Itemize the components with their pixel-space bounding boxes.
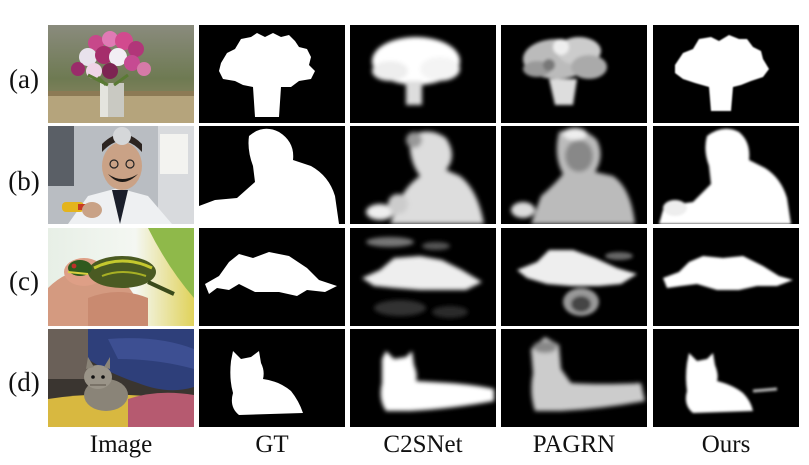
pagrn-mask-b — [501, 126, 647, 224]
image-b — [48, 126, 194, 224]
pagrn-mask-c — [501, 228, 647, 326]
ours-mask-d — [653, 329, 799, 427]
pagrn-mask-a — [501, 25, 647, 123]
row-label-a: (a) — [9, 64, 39, 94]
c2snet-mask-c — [350, 228, 496, 326]
ours-mask-b — [653, 126, 799, 224]
image-a — [48, 25, 194, 123]
column-label-image: Image — [89, 431, 153, 458]
image-d — [48, 329, 194, 427]
column-label-c2snet: C2SNet — [383, 431, 463, 458]
c2snet-mask-b — [350, 126, 496, 224]
row-label-b: (b) — [8, 166, 40, 196]
image-c — [48, 228, 194, 326]
column-label-pagrn: PAGRN — [532, 431, 616, 458]
ours-mask-a — [653, 25, 799, 123]
c2snet-mask-d — [350, 329, 496, 427]
row-label-c: (c) — [9, 266, 39, 296]
column-label-ours: Ours — [701, 431, 751, 458]
gt-mask-b — [199, 126, 345, 224]
pagrn-mask-d — [501, 329, 647, 427]
gt-mask-d — [199, 329, 345, 427]
ours-mask-c — [653, 228, 799, 326]
column-label-gt: GT — [255, 431, 289, 458]
c2snet-mask-a — [350, 25, 496, 123]
row-label-d: (d) — [8, 367, 40, 397]
gt-mask-c — [199, 228, 345, 326]
gt-mask-a — [199, 25, 345, 123]
